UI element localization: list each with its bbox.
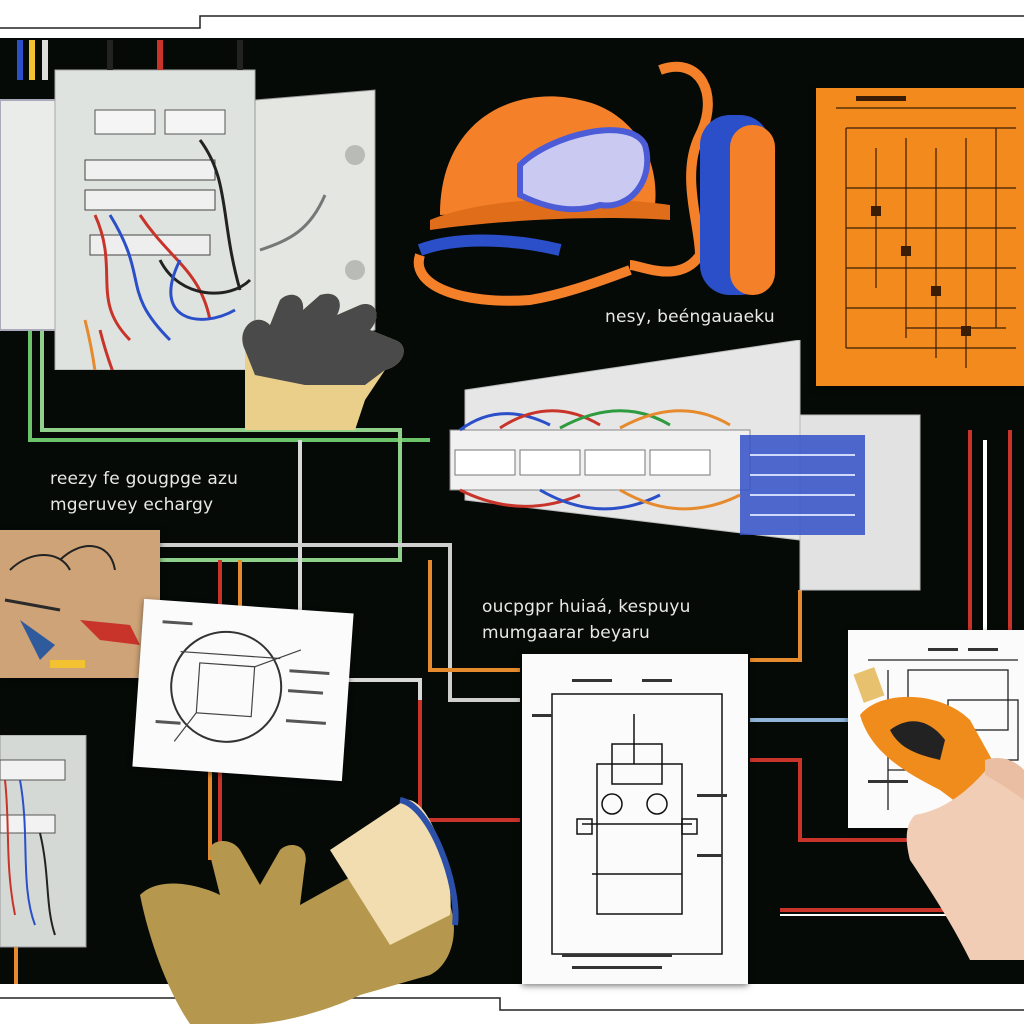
work-glove-icon	[242, 293, 404, 430]
caption-mid-left-line2: mgeruvey echargy	[50, 495, 214, 515]
caption-mid-left-line1: reezy fe gougpge azu	[50, 469, 239, 489]
caption-center-line1: oucpgpr huiaá, kespuyu	[482, 597, 691, 617]
din-rail-breaker-icon	[449, 340, 921, 591]
electrical-panel-icon	[0, 40, 376, 370]
tools-photo	[0, 530, 160, 678]
leather-glove-icon	[140, 797, 459, 1024]
caption-center-line2: mumgaarar beyaru	[482, 623, 651, 643]
safety-goggles-icon	[517, 127, 651, 213]
circuit-sketch-sheet	[132, 598, 354, 782]
voltage-tester-icon	[853, 667, 1024, 960]
control-schematic-sheet	[522, 654, 748, 984]
schematic-diagram-icon	[816, 88, 1024, 386]
pliers-icon	[0, 530, 160, 678]
electrical-panel-small-icon	[0, 735, 87, 948]
caption-top-right: nesy, beéngauaeku	[605, 307, 775, 327]
safety-helmet-icon	[413, 61, 775, 306]
